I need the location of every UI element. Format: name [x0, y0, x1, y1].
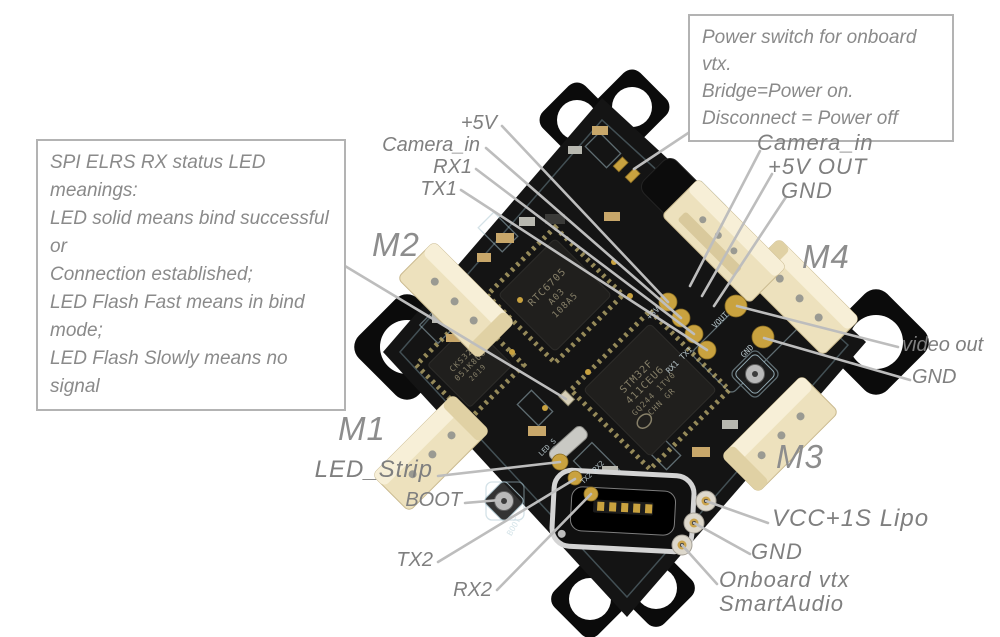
leader-boot	[463, 498, 502, 505]
leader-gnd-bottom	[692, 521, 752, 556]
label-gnd-right: GND	[912, 366, 957, 388]
mcu-chip: STM32F 411CEU6 GQ244 1TV0 CHN GR	[584, 324, 716, 456]
vtx-power-switch-pads	[612, 156, 629, 173]
note-line: LED Flash Fast means in bind mode;	[50, 292, 305, 341]
leader-lines	[343, 88, 912, 592]
bind-button	[735, 354, 775, 394]
label-camera-in-right: Camera_in	[757, 130, 874, 155]
label-rx1: RX1	[433, 156, 472, 178]
label-video-out: video out	[902, 334, 984, 356]
label-onboard-vtx: Onboard vtx	[719, 567, 850, 592]
leader-led-strip	[436, 460, 562, 478]
leader-rx2	[495, 492, 593, 592]
label-m4: M4	[802, 238, 850, 275]
label-rx2: RX2	[453, 579, 492, 601]
label-boot: BOOT	[405, 489, 462, 511]
label-camera-in-top: Camera_in	[382, 134, 480, 156]
label-m1: M1	[338, 410, 386, 447]
note-line: SPI ELRS RX status LED meanings:	[50, 152, 266, 201]
leader-gnd-top-right	[712, 195, 788, 308]
label-5v: +5V	[460, 112, 497, 134]
label-m2: M2	[372, 226, 420, 263]
leader-5v	[500, 124, 670, 304]
leader-camera-in-right	[688, 149, 762, 288]
note-power-switch: Power switch for onboard vtx. Bridge=Pow…	[688, 14, 954, 142]
label-gnd-bottom: GND	[751, 539, 803, 564]
label-vcc-1s-lipo: VCC+1S Lipo	[772, 505, 930, 532]
note-line: LED solid means bind successful or	[50, 208, 329, 257]
leader-5v-out	[700, 172, 774, 298]
leader-vcc	[704, 499, 770, 525]
label-gnd-top-right: GND	[781, 178, 833, 203]
note-line: Disconnect = Power off	[702, 108, 898, 129]
st-logo	[636, 413, 653, 429]
note-line: Bridge=Power on.	[702, 81, 854, 102]
note-line: Power switch for onboard vtx.	[702, 27, 917, 75]
motor-connector-m1	[374, 396, 488, 510]
mount-hole	[569, 578, 611, 620]
leader-smartaudio	[680, 543, 719, 586]
leader-gnd-right	[762, 336, 912, 382]
leader-video-out	[735, 304, 900, 349]
label-tx1: TX1	[420, 178, 457, 200]
leader-tx2	[436, 477, 577, 564]
leader-tx1	[459, 188, 709, 352]
label-5v-out: +5V OUT	[768, 154, 868, 179]
boot-button	[484, 481, 524, 521]
label-m3: M3	[776, 438, 824, 475]
note-elrs-status: SPI ELRS RX status LED meanings: LED sol…	[36, 139, 346, 411]
pad-gnd	[751, 325, 775, 349]
note-line: LED Flash Slowly means no signal	[50, 348, 288, 397]
leader-camera-in-top	[484, 146, 683, 320]
label-smartaudio: SmartAudio	[719, 591, 844, 616]
camera-connector	[663, 180, 785, 302]
label-led-strip: LED_Strip	[314, 456, 433, 483]
leader-rx1	[474, 167, 696, 336]
leader-elrs-note	[343, 264, 568, 401]
motor-connector-m3	[723, 377, 837, 491]
note-line: Connection established;	[50, 264, 253, 285]
label-tx2: TX2	[396, 549, 433, 571]
